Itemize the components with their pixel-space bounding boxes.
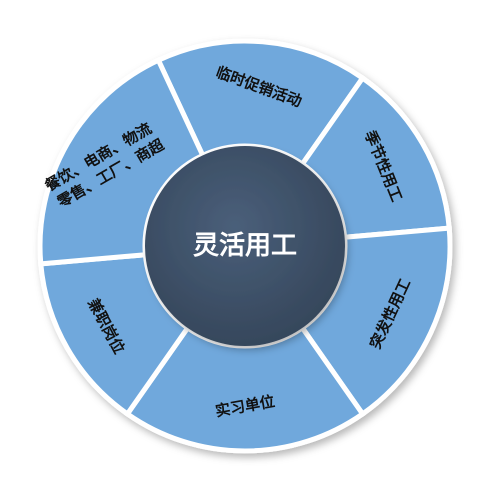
hub-circle: [145, 146, 345, 346]
segment-intern: [123, 324, 367, 454]
hub-label: 灵活用工: [193, 231, 297, 261]
